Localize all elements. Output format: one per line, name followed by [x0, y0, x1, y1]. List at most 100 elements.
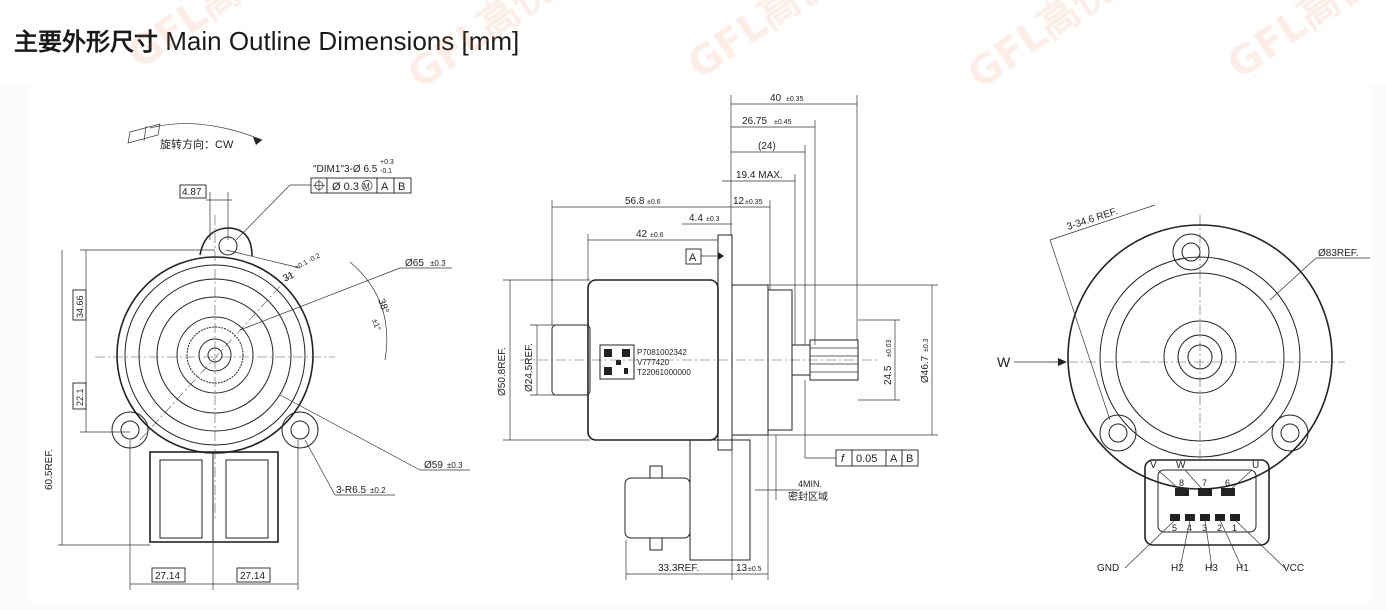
- pin-number: 3: [1202, 523, 1207, 533]
- svg-text:±0.35: ±0.35: [745, 199, 763, 206]
- dim-d65: Ø65: [405, 258, 424, 269]
- seal-label: 密封区域: [788, 490, 828, 503]
- technical-drawing: 旋转方向：CW 4.87 "DIM1"3-Ø 6.5 +0.3 -0.1 Ø 0…: [44, 93, 1370, 590]
- dim-13: 13: [736, 563, 748, 574]
- svg-text:±0.3: ±0.3: [923, 338, 930, 352]
- datum-a: A: [381, 181, 389, 193]
- label-part-no: P7081002342: [637, 348, 687, 357]
- drawing-area: 旋转方向：CW 4.87 "DIM1"3-Ø 6.5 +0.3 -0.1 Ø 0…: [30, 84, 1370, 604]
- mounting-ear-top: [199, 227, 253, 257]
- dim-box: [179, 184, 207, 199]
- pin-number: 1: [1232, 523, 1237, 533]
- svg-text:-0.1: -0.1: [380, 168, 392, 175]
- svg-text:±0.2: ±0.2: [370, 486, 386, 495]
- view-arrow-icon: [1058, 358, 1067, 366]
- svg-text:A: A: [890, 453, 898, 465]
- connector-body: [689, 439, 751, 561]
- svg-text:±0.03: ±0.03: [886, 339, 893, 357]
- fcf-runout: 0.05: [856, 453, 877, 465]
- svg-text:±0.6: ±0.6: [647, 199, 661, 206]
- svg-text:±0.6: ±0.6: [650, 232, 664, 239]
- pin-name-gnd: GND: [1097, 563, 1119, 574]
- label-version: V777420: [637, 358, 670, 367]
- datum-a-box: [685, 248, 702, 265]
- svg-text:±0.45: ±0.45: [774, 119, 792, 126]
- title-chinese: 主要外形尺寸: [14, 28, 158, 56]
- pin-label-v: V: [1150, 460, 1157, 471]
- mounting-hole: [290, 420, 310, 440]
- connector-housing: [149, 451, 279, 543]
- dim-40: 40: [770, 93, 782, 104]
- dim-42: 42: [636, 229, 648, 240]
- connector-plug: [624, 477, 691, 539]
- pin-number: 5: [1172, 523, 1177, 533]
- rotor-hub: [176, 316, 254, 394]
- front-view: 旋转方向：CW 4.87 "DIM1"3-Ø 6.5 +0.3 -0.1 Ø 0…: [44, 123, 470, 590]
- dim-26-75: 26.75: [742, 116, 767, 127]
- dim-d83-ref: Ø83REF.: [1318, 248, 1359, 259]
- pin-number: 8: [1179, 478, 1184, 488]
- pin-number: 4: [1187, 523, 1192, 533]
- dim-4-min: 4MIN.: [798, 479, 822, 489]
- dim-27-14-right: 27.14: [240, 571, 265, 582]
- dim-22-1: 22.1: [75, 388, 85, 406]
- dim-19-4-max: 19.4 MAX.: [736, 170, 783, 181]
- pin-name-h3: H3: [1205, 563, 1218, 574]
- rear-ear-right: [1271, 414, 1309, 452]
- pin-name-h2: H2: [1171, 563, 1184, 574]
- dim-60-5-ref: 60.5REF.: [44, 449, 55, 490]
- dim-12: 12: [733, 196, 745, 207]
- dim-31: 31: [281, 270, 296, 285]
- svg-text:±0.3: ±0.3: [447, 461, 463, 470]
- angle-arc: [349, 261, 388, 361]
- svg-text:+0.3: +0.3: [380, 159, 394, 166]
- rotation-arc: [149, 123, 263, 141]
- dim-24-5: 24.5: [883, 365, 894, 385]
- dim-24: (24): [758, 141, 776, 152]
- flange-plate: [717, 234, 733, 451]
- pin-label-u: U: [1252, 460, 1259, 471]
- dim-34-66: 34.66: [75, 295, 85, 318]
- svg-text:±0.3: ±0.3: [430, 259, 446, 268]
- rear-view: 8 7 6 5 4 3 2 1 V W U GND H2 H3 H1 VCC: [997, 204, 1370, 574]
- svg-text:±0.3: ±0.3: [706, 216, 720, 223]
- rotation-label: 旋转方向：CW: [160, 137, 234, 151]
- dim-d46-7: Ø46.7: [920, 355, 931, 383]
- fcf-modifier: M: [363, 182, 370, 191]
- label-date: T22061000000: [637, 368, 691, 377]
- dim-38: 38°: [375, 297, 391, 315]
- svg-text:±0.35: ±0.35: [786, 96, 804, 103]
- svg-text:f: f: [841, 453, 845, 465]
- pin-number: 7: [1202, 478, 1207, 488]
- title-english: Main Outline Dimensions [mm]: [165, 26, 520, 56]
- dim-33-3-ref: 33.3REF.: [658, 563, 699, 574]
- pin-number: 6: [1225, 478, 1230, 488]
- qr-code-icon: [599, 344, 635, 380]
- svg-text:±1°: ±1°: [370, 318, 383, 332]
- side-datum-a: A: [689, 252, 697, 264]
- svg-text:±0.5: ±0.5: [748, 566, 762, 573]
- svg-text:+0.1 -0.2: +0.1 -0.2: [294, 252, 322, 271]
- view-label-w: W: [997, 354, 1011, 370]
- dim-56-8: 56.8: [625, 196, 645, 207]
- page-title: 主要外形尺寸 Main Outline Dimensions [mm]: [14, 22, 519, 57]
- mounting-hole: [218, 236, 238, 256]
- header: 主要外形尺寸 Main Outline Dimensions [mm]: [0, 0, 1386, 84]
- arrow-head-icon: [253, 137, 262, 145]
- datum-b: B: [398, 181, 405, 193]
- pin-number: 2: [1217, 523, 1222, 533]
- fcf-tolerance: Ø 0.3: [332, 181, 359, 193]
- connector-face: [1144, 459, 1270, 546]
- side-view: P7081002342 V777420 T22061000000 40 ±0.3…: [497, 93, 938, 580]
- dim-d59: Ø59: [424, 460, 443, 471]
- mounting-hole: [120, 420, 140, 440]
- dim-4-87: 4.87: [182, 187, 202, 198]
- pin-name-h1: H1: [1236, 563, 1249, 574]
- dim-r6-5: 3-R6.5: [336, 485, 366, 496]
- svg-text:B: B: [906, 453, 913, 465]
- rotation-mark: [127, 123, 161, 144]
- hole-note: "DIM1"3-Ø 6.5: [313, 164, 378, 175]
- dim-d24-5-ref: Ø24.5REF.: [524, 343, 535, 392]
- dim-d50-8-ref: Ø50.8REF.: [497, 347, 508, 396]
